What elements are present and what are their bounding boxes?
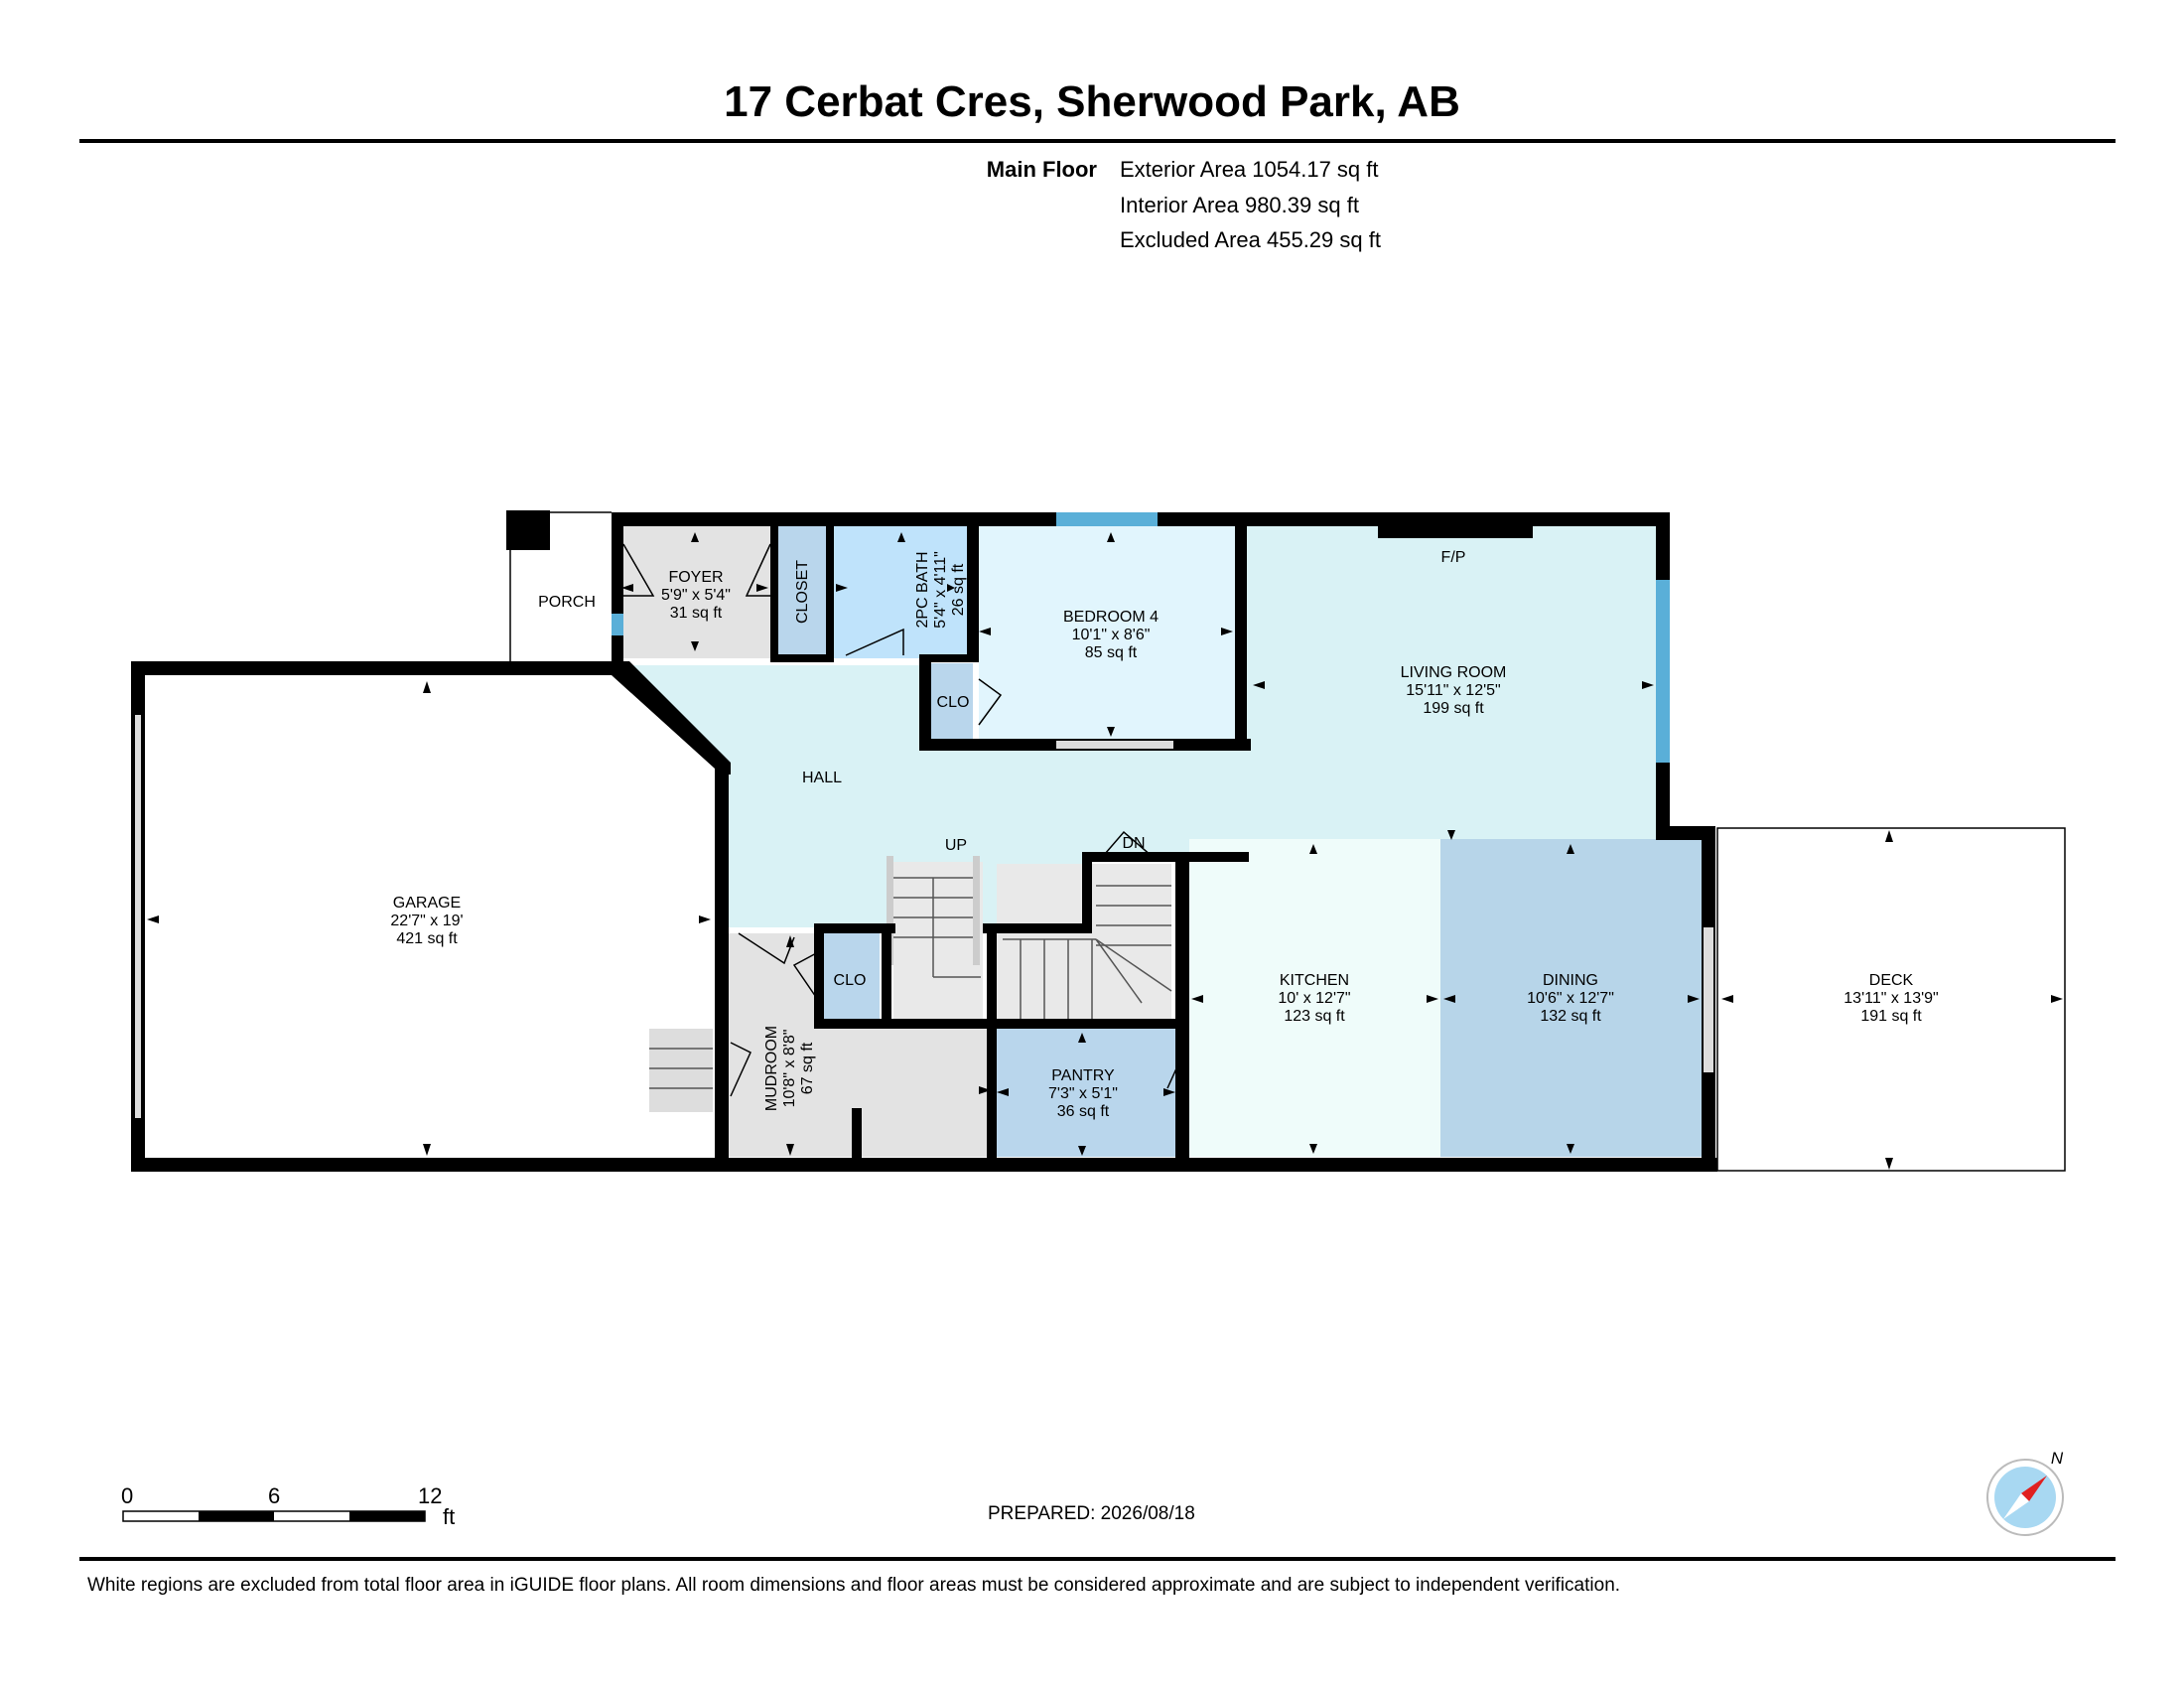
excluded-area: Excluded Area 455.29 sq ft <box>1120 227 1381 252</box>
dining-label: DINING <box>1543 972 1598 989</box>
scale-unit: ft <box>443 1504 456 1529</box>
living-fill <box>1247 526 1658 839</box>
bath-fill <box>832 526 967 658</box>
openings <box>135 715 1713 1118</box>
scale-label-0: 0 <box>121 1483 134 1508</box>
garage-steps <box>649 1029 713 1112</box>
kitchen-area: 123 sq ft <box>1284 1008 1345 1025</box>
pantry-area: 36 sq ft <box>1057 1103 1110 1120</box>
clo-mud-fill <box>822 933 880 1023</box>
scale-bar <box>122 1510 426 1522</box>
dining-slider <box>1704 927 1713 1072</box>
pantry-fill <box>997 1029 1181 1157</box>
mudroom-area: 67 sq ft <box>799 1042 816 1094</box>
foyer-dims: 5'9" x 5'4" <box>661 587 731 604</box>
foyer-window <box>612 614 623 635</box>
bath-dims: 5'4" x 4'11" <box>932 551 949 629</box>
page-title: 17 Cerbat Cres, Sherwood Park, AB <box>724 77 1460 126</box>
closet-fill <box>776 526 826 658</box>
closet-label: CLOSET <box>794 560 811 624</box>
compass-north-label: N <box>2051 1449 2064 1468</box>
disclaimer: White regions are excluded from total fl… <box>87 1575 1621 1596</box>
garage-dims: 22'7" x 19' <box>390 913 463 929</box>
garage-door <box>135 715 141 1118</box>
pantry-label: PANTRY <box>1051 1067 1115 1084</box>
scale-label-6: 6 <box>268 1483 281 1508</box>
dining-fill <box>1440 839 1703 1157</box>
mudroom-label: MUDROOM <box>763 1026 780 1111</box>
stairs-up-fill <box>893 862 983 1021</box>
kitchen-label: KITCHEN <box>1280 972 1349 989</box>
walls <box>131 512 1717 1172</box>
bedroom-label: BEDROOM 4 <box>1063 609 1159 626</box>
header-divider <box>79 139 2116 143</box>
foyer-label: FOYER <box>668 569 723 586</box>
deck-label: DECK <box>1869 972 1914 989</box>
clo-bedroom-label: CLO <box>937 694 970 711</box>
stairs-up-label: UP <box>945 837 967 854</box>
prepared-date: PREPARED: 2026/08/18 <box>988 1503 1195 1524</box>
bath-label: 2PC BATH <box>914 551 931 628</box>
living-dims: 15'11" x 12'5" <box>1406 682 1500 699</box>
stair-up-treads <box>887 856 981 978</box>
bedroom-area: 85 sq ft <box>1085 644 1138 661</box>
porch-label: PORCH <box>538 594 596 611</box>
deck-dims: 13'11" x 13'9" <box>1843 990 1938 1007</box>
fireplace-label: F/P <box>1441 549 1466 566</box>
compass-icon: N <box>1986 1449 2064 1536</box>
clo-bedroom-fill <box>931 663 973 739</box>
bedroom-dims: 10'1" x 8'6" <box>1072 627 1151 643</box>
porch-post <box>506 510 550 550</box>
floor-name: Main Floor <box>986 157 1097 182</box>
mudroom-dims: 10'8" x 8'8" <box>781 1030 798 1108</box>
bedroom-window <box>1056 512 1158 526</box>
bedroom-door-gap <box>1056 741 1173 749</box>
kitchen-dims: 10' x 12'7" <box>1278 990 1350 1007</box>
foyer-area: 31 sq ft <box>670 605 723 622</box>
exterior-area: Exterior Area 1054.17 sq ft <box>1120 157 1379 182</box>
dining-area: 132 sq ft <box>1540 1008 1601 1025</box>
garage-area: 421 sq ft <box>396 930 458 947</box>
bath-area: 26 sq ft <box>950 563 967 616</box>
windows <box>612 512 1670 763</box>
stair-down-treads <box>1003 885 1172 1021</box>
garage-label: GARAGE <box>393 895 461 912</box>
living-window <box>1656 580 1670 763</box>
interior-area: Interior Area 980.39 sq ft <box>1120 193 1359 217</box>
dimension-arrows <box>147 532 2063 1170</box>
garage-step-treads <box>649 1048 713 1089</box>
living-area: 199 sq ft <box>1423 700 1484 717</box>
bedroom-fill <box>979 526 1235 743</box>
stairs-down-label: DN <box>1122 835 1145 852</box>
pantry-dims: 7'3" x 5'1" <box>1048 1085 1118 1102</box>
deck-outline <box>1716 827 2066 1172</box>
foyer-fill <box>621 526 770 658</box>
kitchen-fill <box>1189 839 1440 1157</box>
deck-area: 191 sq ft <box>1860 1008 1922 1025</box>
mudroom-fill <box>723 933 993 1157</box>
hall-fill <box>621 665 1249 927</box>
footer-divider <box>79 1557 2116 1561</box>
clo-mud-label: CLO <box>834 972 867 989</box>
hall-label: HALL <box>802 770 842 786</box>
living-label: LIVING ROOM <box>1401 664 1507 681</box>
scale-label-12: 12 <box>418 1483 443 1508</box>
dining-dims: 10'6" x 12'7" <box>1527 990 1614 1007</box>
